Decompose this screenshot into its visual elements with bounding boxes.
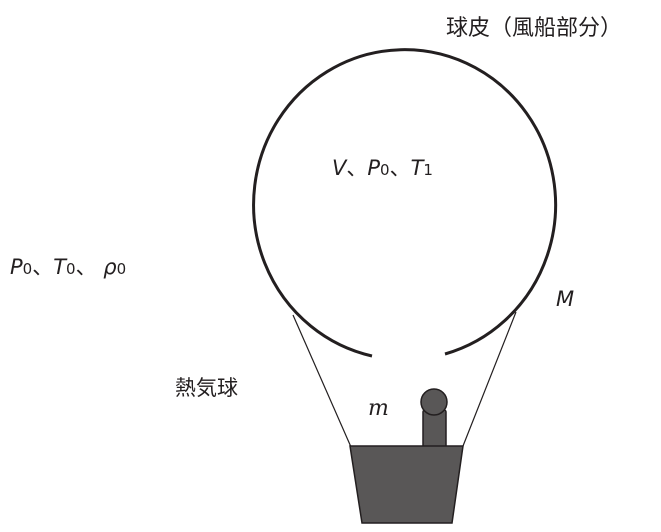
separator: 、 [32,255,54,279]
outside-temperature-symbol: T [53,255,67,279]
inside-variables: V、P0、T1 [332,158,433,179]
pressure-symbol: P [367,156,381,180]
separator: 、 [389,156,411,180]
temperature-subscript: 1 [423,161,433,179]
basket [349,445,464,524]
outside-pressure-subscript: 0 [22,260,33,278]
balloon-envelope [252,48,558,358]
outside-temperature-subscript: 0 [66,260,76,278]
outside-density-subscript: 0 [116,260,127,278]
rope-left [292,314,352,448]
volume-symbol: V [332,156,347,180]
separator: 、 [75,255,97,279]
rope-right [462,311,517,447]
outside-variables: P0、T0、 ρ0 [10,257,126,278]
skin-mass-label: M [556,287,575,311]
balloon-label: 熱気球 [175,376,238,400]
pressure-subscript: 0 [380,161,390,179]
payload-mass-label: m [368,396,389,421]
outside-pressure-symbol: P [10,255,23,279]
outside-density-symbol: ρ [103,255,117,279]
envelope-label: 球皮（風船部分） [446,16,623,41]
temperature-symbol: T [410,156,424,180]
separator: 、 [346,156,368,180]
passenger-figure [420,388,448,451]
